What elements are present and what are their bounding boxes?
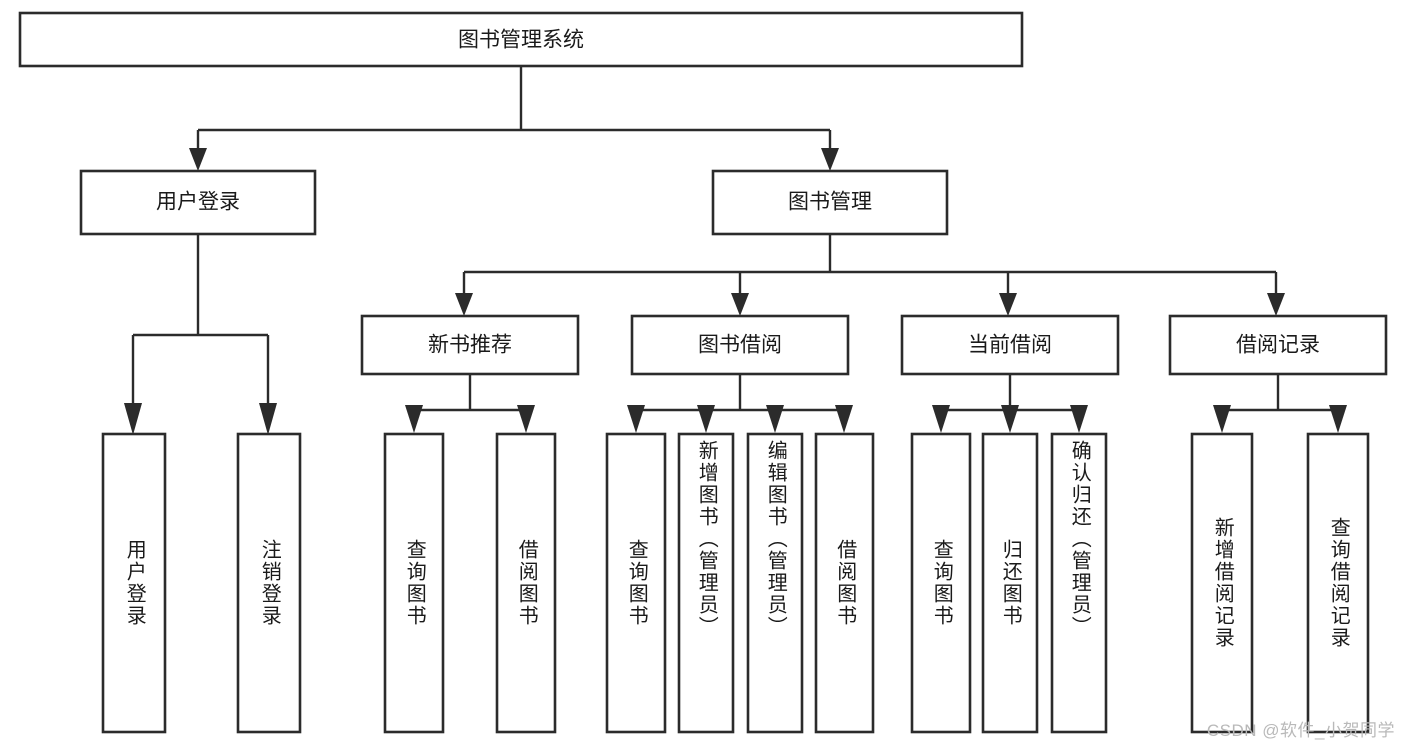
arrowhead-leaf-add-record (1213, 405, 1231, 433)
leaf-box-edit-book[interactable] (746, 432, 804, 734)
node-new-book-recommend-box[interactable] (360, 314, 580, 376)
leaf-box-confirm-return[interactable] (1050, 432, 1108, 734)
node-current-borrow[interactable]: 当前借阅 (900, 314, 1120, 376)
node-book-borrow-label: 图书借阅 (698, 334, 782, 357)
node-root-label: 图书管理系统 (458, 29, 584, 52)
node-root[interactable]: 图书管理系统 (18, 11, 1024, 68)
node-new-book-recommend[interactable]: 新书推荐 (360, 314, 580, 376)
node-current-borrow-box[interactable] (900, 314, 1120, 376)
node-book-manage[interactable]: 图书管理 (711, 169, 949, 236)
node-user-login-box[interactable] (79, 169, 317, 236)
arrowhead-leaf-query-book-1 (405, 405, 423, 433)
arrowhead-leaf-add-book (697, 405, 715, 433)
arrowhead-new-book-recommend (455, 293, 473, 316)
leaf-box-user-logout[interactable] (236, 432, 302, 734)
arrowhead-leaf-edit-book (766, 405, 784, 433)
leaf-box-query-book-3[interactable] (910, 432, 972, 734)
node-new-book-recommend-label: 新书推荐 (428, 334, 512, 357)
node-borrow-record[interactable]: 借阅记录 (1168, 314, 1388, 376)
node-book-manage-box[interactable] (711, 169, 949, 236)
arrowhead-leaf-confirm-return (1070, 405, 1088, 433)
leaf-box-add-record[interactable] (1190, 432, 1254, 734)
leaf-box-query-book-1[interactable] (383, 432, 445, 734)
arrowhead-leaf-borrow-book-1 (517, 405, 535, 433)
arrowhead-leaf-user-logout (259, 403, 277, 435)
arrowhead-leaf-borrow-book-2 (835, 405, 853, 433)
leaf-box-return-book[interactable] (981, 432, 1039, 734)
arrowhead-book-manage (821, 148, 839, 171)
leaf-box-borrow-book-2[interactable] (814, 432, 875, 734)
node-borrow-record-box[interactable] (1168, 314, 1388, 376)
arrowhead-leaf-query-book-2 (627, 405, 645, 433)
leaf-box-query-record[interactable] (1306, 432, 1370, 734)
leaf-box-user-login[interactable] (101, 432, 167, 734)
node-root-box[interactable] (18, 11, 1024, 68)
leaf-box-add-book[interactable] (677, 432, 735, 734)
arrowhead-leaf-user-login (124, 403, 142, 435)
arrowhead-layer (124, 148, 1347, 435)
node-book-manage-label: 图书管理 (788, 191, 872, 214)
csdn-watermark: CSDN @软件_小贺同学 (1206, 721, 1395, 740)
arrowhead-leaf-return-book (1001, 405, 1019, 433)
node-book-borrow[interactable]: 图书借阅 (630, 314, 850, 376)
arrowhead-current-borrow (999, 293, 1017, 316)
node-borrow-record-label: 借阅记录 (1236, 334, 1320, 357)
leaf-box-layer (101, 432, 1370, 734)
arrowhead-borrow-record (1267, 293, 1285, 316)
arrowhead-leaf-query-book-3 (932, 405, 950, 433)
arrowhead-leaf-query-record (1329, 405, 1347, 433)
arrowhead-book-borrow (731, 293, 749, 316)
leaf-box-query-book-2[interactable] (605, 432, 667, 734)
node-user-login-label: 用户登录 (156, 191, 240, 214)
leaf-box-borrow-book-1[interactable] (495, 432, 557, 734)
node-user-login[interactable]: 用户登录 (79, 169, 317, 236)
arrowhead-user-login (189, 148, 207, 171)
node-current-borrow-label: 当前借阅 (968, 334, 1052, 357)
node-book-borrow-box[interactable] (630, 314, 850, 376)
